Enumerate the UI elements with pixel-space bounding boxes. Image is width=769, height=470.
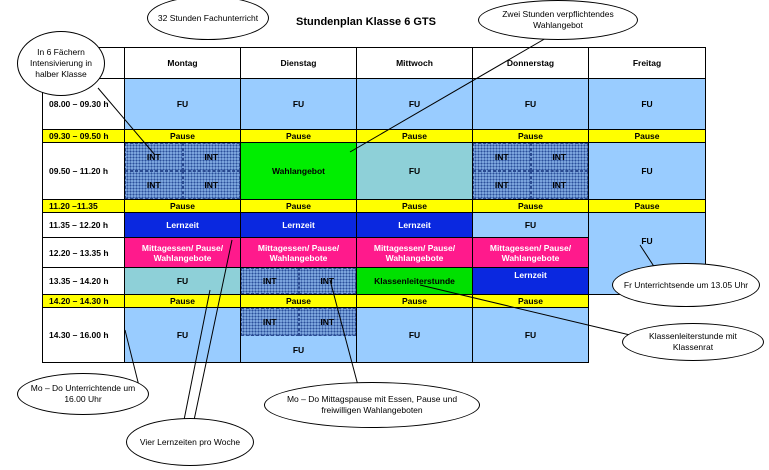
int-cell: INT (125, 171, 183, 199)
callout-intensivierung: In 6 Fächern Intensivierung in halber Kl… (17, 31, 105, 96)
callout-lernzeiten: Vier Lernzeiten pro Woche (126, 418, 254, 466)
friday-fu-label: FU (641, 236, 653, 246)
pause-cell: Pause (124, 199, 241, 213)
int-cell: INT (241, 308, 299, 336)
day-header-friday: Freitag (588, 47, 706, 79)
pause-cell: Pause (472, 294, 589, 308)
lesson-fu: FU (588, 78, 706, 130)
int-cell: INT (473, 143, 531, 171)
int-cell: INT (530, 171, 588, 199)
pause-cell: Pause (472, 129, 589, 143)
pause-cell: Pause (588, 199, 706, 213)
callout-wahlangebot: Zwei Stunden verpflichtendes Wahlangebot (478, 0, 638, 40)
day-header-wednesday: Mittwoch (356, 47, 473, 79)
lesson-fu: FU (472, 307, 589, 363)
int-cell: INT (298, 268, 356, 294)
row-period-3: 11.35 – 12.20 h Lernzeit Lernzeit Lernze… (42, 212, 706, 295)
row-pause-3: 14.20 – 14.30 h Pause Pause Pause Pause (42, 294, 706, 363)
lesson-fu: FU (356, 78, 473, 130)
pause-cell: Pause (588, 129, 706, 143)
header-row: Montag Dienstag Mittwoch Donnerstag Frei… (42, 47, 706, 79)
lesson-fu: FU (124, 267, 241, 295)
time-label: 14.20 – 14.30 h (42, 294, 125, 308)
int-cell: INT (182, 171, 240, 199)
wahlangebot-cell: Wahlangebot (240, 142, 357, 200)
day-header-thursday: Donnerstag (472, 47, 589, 79)
lesson-fu: FU (588, 142, 706, 200)
int-cell: INT (241, 268, 299, 294)
mittag-cell: Mittagessen/ Pause/ Wahlangebote (356, 237, 473, 268)
lesson-fu-label: FU (292, 345, 305, 355)
pause-cell: Pause (124, 294, 241, 308)
callout-unterrichtsende: Mo – Do Unterrichtende um 16.00 Uhr (17, 373, 149, 415)
pause-cell: Pause (472, 199, 589, 213)
pause-cell: Pause (356, 129, 473, 143)
day-header-monday: Montag (124, 47, 241, 79)
callout-freitag-ende: Fr Unterrichtsende um 13.05 Uhr (612, 263, 760, 307)
int-cell: INT (530, 143, 588, 171)
row-pause-1: 09.30 – 09.50 h Pause Pause Pause Pause … (42, 129, 706, 143)
int-cell: INT (125, 143, 183, 171)
lesson-fu: FU (124, 78, 241, 130)
time-label: 09.50 – 11.20 h (42, 142, 125, 200)
int-cell: INT (182, 143, 240, 171)
pause-cell: Pause (356, 199, 473, 213)
lesson-fu: FU (124, 307, 241, 363)
lesson-fu: FU (472, 212, 589, 238)
lernzeit-cell: Lernzeit (472, 267, 589, 295)
pause-cell: Pause (240, 294, 357, 308)
lernzeit-cell: Lernzeit (124, 212, 241, 238)
day-header-tuesday: Dienstag (240, 47, 357, 79)
pause-cell: Pause (240, 199, 357, 213)
time-label: 14.30 – 16.00 h (42, 307, 125, 363)
callout-fachunterricht: 32 Stunden Fachunterricht (147, 0, 269, 40)
mittag-cell: Mittagessen/ Pause/ Wahlangebote (124, 237, 241, 268)
lernzeit-cell: Lernzeit (356, 212, 473, 238)
row-lunch: 12.20 – 13.35 h Mittagessen/ Pause/ Wahl… (42, 237, 706, 268)
time-label: 12.20 – 13.35 h (42, 237, 125, 268)
time-label: 13.35 – 14.20 h (42, 267, 125, 295)
callout-mittagspause: Mo – Do Mittagspause mit Essen, Pause un… (264, 382, 480, 428)
intensivierung-block: INT INT INT INT (124, 142, 241, 200)
intensivierung-block: INT INT INT INT (472, 142, 589, 200)
klassenleiterstunde-cell: Klassenleiterstunde (356, 267, 473, 295)
pause-cell: Pause (124, 129, 241, 143)
row-period-1: 08.00 – 09.30 h FU FU FU FU FU (42, 78, 706, 130)
row-period-2: 09.50 – 11.20 h INT INT INT INT Wahlange… (42, 142, 706, 200)
row-pause-2: 11.20 –11.35 Pause Pause Pause Pause Pau… (42, 199, 706, 213)
time-label: 11.20 –11.35 (42, 199, 125, 213)
time-label: 11.35 – 12.20 h (42, 212, 125, 238)
lernzeit-cell: Lernzeit (240, 212, 357, 238)
timetable: Montag Dienstag Mittwoch Donnerstag Frei… (42, 47, 706, 363)
pause-cell: Pause (356, 294, 473, 308)
callout-klassenrat: Klassenleiterstunde mit Klassenrat (622, 323, 764, 361)
int-cell: INT (473, 171, 531, 199)
lesson-fu: FU (472, 78, 589, 130)
int-cell: INT (298, 308, 356, 336)
pause-cell: Pause (240, 129, 357, 143)
time-label: 09.30 – 09.50 h (42, 129, 125, 143)
page-title: Stundenplan Klasse 6 GTS (296, 16, 436, 28)
mittag-cell: Mittagessen/ Pause/ Wahlangebote (472, 237, 589, 268)
lesson-fu: FU (356, 142, 473, 200)
lesson-fu: FU (240, 78, 357, 130)
intensivierung-block: INT INT (240, 267, 357, 295)
lesson-fu-with-int: INT INT FU (240, 307, 357, 363)
mittag-cell: Mittagessen/ Pause/ Wahlangebote (240, 237, 357, 268)
lesson-fu: FU (356, 307, 473, 363)
